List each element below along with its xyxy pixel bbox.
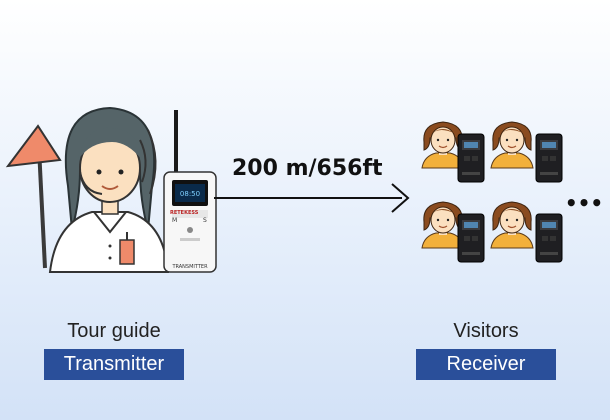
transmitter-button-s: S bbox=[203, 217, 207, 224]
transmitter-model: TRANSMITTER bbox=[171, 264, 208, 270]
tour-guide-illustration bbox=[48, 106, 170, 273]
transmitter-screen-time: 08:50 bbox=[180, 190, 200, 198]
visitors-label: Visitors bbox=[453, 320, 519, 342]
transmitter-device bbox=[163, 110, 217, 273]
transmitter-brand: RETEKESS bbox=[170, 210, 199, 216]
range-arrow bbox=[214, 183, 410, 213]
tour-guide-label: Tour guide bbox=[67, 320, 161, 342]
transmitter-button-m: M bbox=[172, 217, 177, 224]
range-label: 200 m/656ft bbox=[232, 156, 383, 181]
more-visitors-indicator: ••• bbox=[565, 191, 603, 215]
receiver-badge: Receiver bbox=[416, 349, 556, 380]
signal-waves-icon bbox=[139, 129, 157, 195]
transmitter-badge: Transmitter bbox=[44, 349, 184, 380]
flag-icon bbox=[5, 124, 62, 269]
visitors-group bbox=[421, 121, 563, 263]
